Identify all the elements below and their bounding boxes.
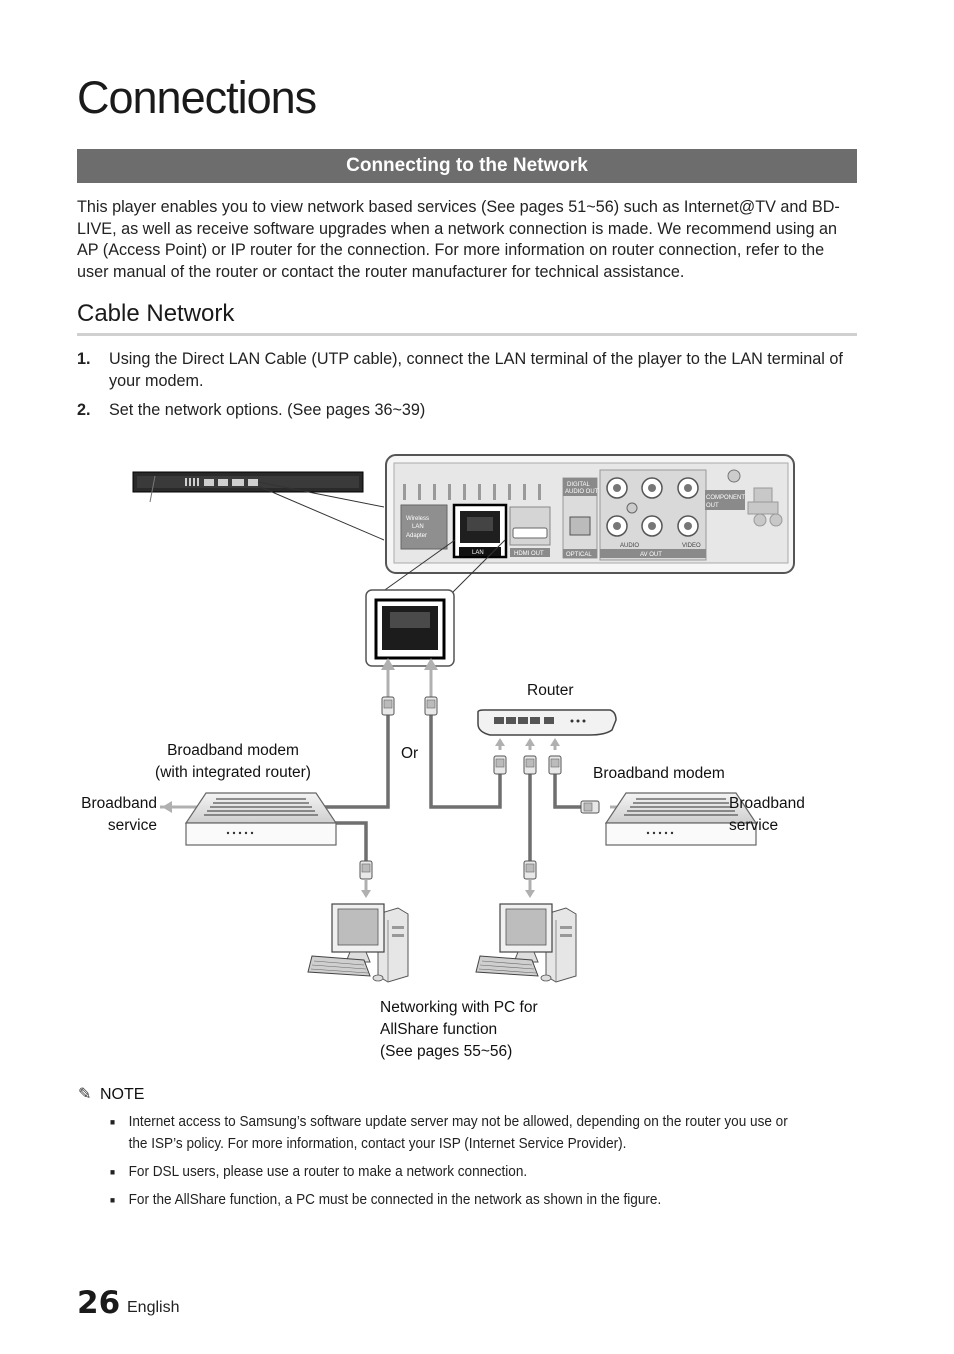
intro-paragraph: This player enables you to view network … bbox=[77, 198, 840, 281]
panel-label-lan: LAN bbox=[472, 550, 484, 556]
note-text: For the AllShare function, a PC must be … bbox=[128, 1192, 662, 1208]
pc-caption: AllShare function bbox=[380, 1021, 497, 1038]
network-connection-diagram: Wireless LAN Adapter LAN HDMI OUT DIGITA… bbox=[81, 454, 805, 1060]
note-heading: ✎ NOTE bbox=[78, 1084, 144, 1104]
page-number: 26 bbox=[77, 1285, 121, 1321]
broadband-service-left-label: Broadband bbox=[81, 795, 157, 812]
modem-integrated-router-icon bbox=[185, 792, 337, 846]
step-text: Set the network options. (See pages 36~3… bbox=[109, 401, 426, 419]
pencil-icon: ✎ bbox=[78, 1086, 92, 1103]
note-item: ■ For DSL users, please use a router to … bbox=[110, 1161, 809, 1183]
modem-integrated-label: Broadband modem bbox=[167, 742, 299, 759]
step-number: 1. bbox=[77, 350, 91, 368]
panel-label-audio: AUDIO bbox=[620, 543, 639, 549]
lan-port-callout bbox=[365, 539, 506, 667]
arrow-heads bbox=[162, 658, 718, 898]
step-text: Using the Direct LAN Cable (UTP cable), … bbox=[109, 350, 843, 390]
note-text: Internet access to Samsung’s software up… bbox=[128, 1114, 788, 1152]
note-item: ■ Internet access to Samsung’s software … bbox=[110, 1111, 809, 1155]
panel-label-optical: OPTICAL bbox=[566, 552, 592, 558]
heading-divider bbox=[77, 333, 857, 336]
panel-label-wireless: Wireless bbox=[406, 516, 429, 522]
page-language: English bbox=[127, 1299, 180, 1316]
panel-label-wireless: Adapter bbox=[406, 533, 427, 539]
note-text: For DSL users, please use a router to ma… bbox=[128, 1164, 528, 1180]
note-label: NOTE bbox=[100, 1086, 145, 1103]
step-item: 1. Using the Direct LAN Cable (UTP cable… bbox=[77, 349, 857, 392]
page-title: Connections bbox=[77, 72, 317, 123]
broadband-modem-label: Broadband modem bbox=[593, 765, 725, 782]
router-icon bbox=[477, 709, 617, 736]
pc-caption: (See pages 55~56) bbox=[380, 1043, 512, 1060]
player-front-icon bbox=[132, 471, 385, 541]
square-bullet-icon: ■ bbox=[110, 1117, 116, 1127]
panel-label-wireless: LAN bbox=[412, 524, 424, 530]
panel-label-video: VIDEO bbox=[682, 543, 701, 549]
network-cables bbox=[302, 715, 590, 862]
panel-label-av-out: AV OUT bbox=[640, 552, 662, 558]
panel-label-digital-audio: AUDIO OUT bbox=[565, 489, 599, 495]
modem-integrated-label: (with integrated router) bbox=[155, 764, 311, 781]
square-bullet-icon: ■ bbox=[110, 1167, 116, 1177]
section-heading-bar: Connecting to the Network bbox=[77, 149, 857, 183]
panel-label-component: OUT bbox=[706, 503, 719, 509]
square-bullet-icon: ■ bbox=[110, 1195, 116, 1205]
cable-network-heading: Cable Network bbox=[77, 300, 235, 327]
step-item: 2. Set the network options. (See pages 3… bbox=[77, 400, 857, 422]
panel-label-component: COMPONENT bbox=[706, 495, 745, 501]
broadband-service-left-label: service bbox=[108, 817, 157, 834]
step-number: 2. bbox=[77, 401, 91, 419]
pc-icon bbox=[475, 903, 577, 983]
broadband-service-right-label: service bbox=[729, 817, 778, 834]
broadband-service-right-label: Broadband bbox=[729, 795, 805, 812]
panel-label-digital-audio: DIGITAL bbox=[567, 482, 591, 488]
pc-icon bbox=[307, 903, 409, 983]
or-label: Or bbox=[401, 745, 418, 762]
panel-label-hdmi: HDMI OUT bbox=[514, 551, 544, 557]
router-label: Router bbox=[527, 682, 574, 699]
note-item: ■ For the AllShare function, a PC must b… bbox=[110, 1189, 809, 1211]
rear-panel-zoom: Wireless LAN Adapter LAN HDMI OUT DIGITA… bbox=[385, 454, 795, 574]
pc-caption: Networking with PC for bbox=[380, 999, 538, 1016]
